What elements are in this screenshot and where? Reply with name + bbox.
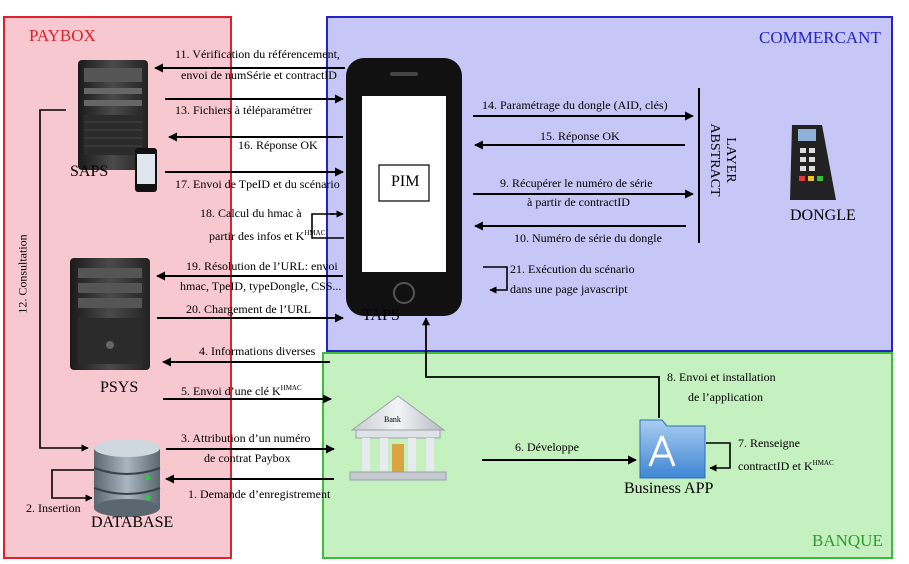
step-7-label-2-text: contractID et K bbox=[738, 459, 813, 473]
step-18-label-1: 18. Calcul du hmac à bbox=[200, 206, 302, 220]
step-1-label: 1. Demande d’enregistrement bbox=[188, 487, 331, 501]
step-19-label-1: 19. Résolution de l’URL: envoi bbox=[186, 259, 338, 273]
step-5-label-text: 5. Envoi d’une clé K bbox=[181, 384, 281, 398]
step-18-label-2: partir des infos et KHMAC bbox=[209, 226, 325, 243]
step-3-label-2: de contrat Paybox bbox=[204, 451, 291, 465]
business-app-icon bbox=[639, 419, 706, 479]
step-20-label: 20. Chargement de l’URL bbox=[186, 302, 312, 316]
smartphone-icon bbox=[135, 148, 157, 192]
step-9-label-1: 9. Récupérer le numéro de série bbox=[500, 176, 653, 190]
step-8-label-2: de l’application bbox=[688, 390, 763, 404]
step-16-label: 16. Réponse OK bbox=[238, 138, 318, 152]
bank-sign: Bank bbox=[384, 415, 401, 424]
step-6-label: 6. Développe bbox=[515, 440, 579, 454]
banque-zone bbox=[322, 352, 893, 559]
step-4-label: 4. Informations diverses bbox=[199, 344, 316, 358]
psys-server-icon bbox=[70, 258, 150, 370]
step-9-label-2: à partir de contractID bbox=[527, 195, 630, 209]
step-11-label-1: 11. Vérification du référencement, bbox=[175, 47, 340, 61]
paybox-zone-label: PAYBOX bbox=[29, 26, 96, 45]
taps-label: TAPS bbox=[362, 307, 400, 324]
step-18-label-2-text: partir des infos et K bbox=[209, 229, 305, 243]
step-7-label-2: contractID et KHMAC bbox=[738, 456, 834, 473]
step-2-label: 2. Insertion bbox=[26, 501, 81, 515]
step-19-label-2: hmac, TpeID, typeDongle, CSS... bbox=[180, 279, 342, 293]
step-14-label: 14. Paramétrage du dongle (AID, clés) bbox=[482, 98, 668, 112]
step-5-label: 5. Envoi d’une clé KHMAC bbox=[181, 381, 302, 398]
step-18-sup: HMAC bbox=[304, 229, 326, 237]
saps-label: SAPS bbox=[70, 163, 109, 180]
psys-label: PSYS bbox=[100, 379, 139, 396]
database-icon bbox=[93, 439, 161, 517]
dongle-icon bbox=[790, 125, 836, 200]
step-8-label-1: 8. Envoi et installation bbox=[667, 370, 776, 384]
step-12-label: 12. Consultation bbox=[15, 234, 30, 314]
abstract-layer-line-2: LAYER bbox=[723, 137, 738, 183]
step-21-label-1: 21. Exécution du scénario bbox=[510, 262, 635, 276]
bank-icon bbox=[349, 395, 447, 481]
database-label: DATABASE bbox=[91, 514, 174, 531]
business-app-label: Business APP bbox=[624, 480, 714, 497]
step-11-label-2: envoi de numSérie et contractID bbox=[181, 68, 337, 82]
step-3-label-1: 3. Attribution d’un numéro bbox=[181, 431, 311, 445]
step-10-label: 10. Numéro de série du dongle bbox=[514, 231, 662, 245]
step-5-sup: HMAC bbox=[280, 384, 302, 392]
commercant-zone-label: COMMERCANT bbox=[759, 28, 881, 47]
abstract-layer-label: ABSTRACT LAYER bbox=[706, 92, 746, 242]
banque-zone-label: BANQUE bbox=[812, 531, 883, 550]
step-21-label-2: dans une page javascript bbox=[510, 282, 628, 296]
dongle-label: DONGLE bbox=[790, 207, 856, 224]
step-17-label: 17. Envoi de TpeID et du scénario bbox=[175, 177, 340, 191]
saps-server-icon bbox=[78, 60, 148, 170]
step-7-sup: HMAC bbox=[812, 459, 834, 467]
abstract-layer-line-1: ABSTRACT bbox=[707, 123, 722, 197]
pim-box bbox=[378, 164, 430, 202]
step-15-label: 15. Réponse OK bbox=[540, 129, 620, 143]
step-13-label: 13. Fichiers à téléparamétrer bbox=[175, 103, 313, 117]
step-7-label-1: 7. Renseigne bbox=[738, 436, 800, 450]
pim-label: PIM bbox=[391, 173, 420, 190]
